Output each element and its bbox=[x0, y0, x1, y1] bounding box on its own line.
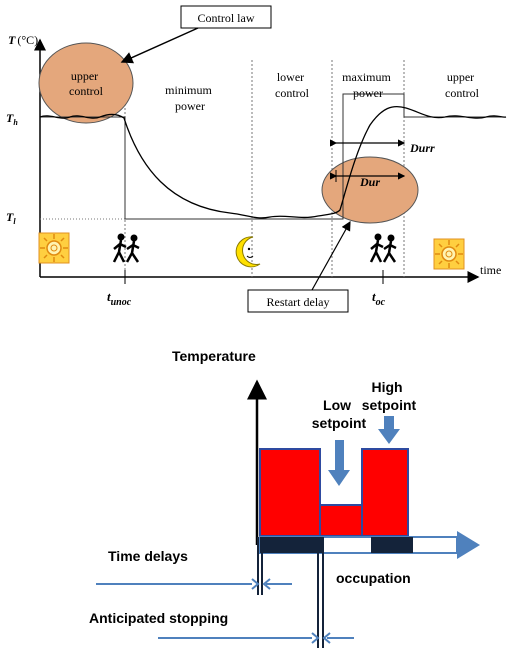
zone-lower-control: lower control bbox=[275, 70, 310, 100]
high-setpoint-label: High setpoint bbox=[362, 379, 417, 413]
time-delays-label: Time delays bbox=[108, 548, 188, 564]
low-block bbox=[319, 504, 363, 537]
tl-label: Tl bbox=[6, 210, 16, 226]
zone-minimum-power: minimum power bbox=[165, 83, 215, 113]
stopping-arrowhead-out bbox=[322, 632, 331, 644]
occupation-label: occupation bbox=[336, 570, 411, 586]
dur-label: Dur bbox=[359, 175, 380, 189]
high-block-left bbox=[259, 448, 321, 537]
sun-icon bbox=[433, 238, 465, 270]
temperature-curve bbox=[39, 105, 507, 219]
restart-delay-pointer bbox=[311, 220, 351, 291]
th-label: Th bbox=[6, 111, 18, 127]
low-setpoint-label: Low setpoint bbox=[312, 397, 367, 431]
restart-delay-callout: Restart delay bbox=[267, 295, 330, 309]
high-block-right bbox=[361, 448, 409, 537]
x-axis-label: time bbox=[480, 263, 501, 277]
zone-upper-control-2: upper control bbox=[445, 70, 480, 100]
people-walking-icon bbox=[369, 233, 397, 263]
top-diagram: T(°C) Th Tl upper control minimum bbox=[6, 5, 507, 313]
time-delays-arrowhead-in bbox=[251, 578, 260, 590]
control-law-pointer bbox=[120, 27, 199, 64]
time-delays-arrowhead-out bbox=[262, 578, 271, 590]
high-setpoint-arrow bbox=[378, 416, 400, 444]
moon-icon bbox=[235, 236, 261, 268]
zone-upper-control-1: upper control bbox=[69, 69, 104, 98]
temperature-label: Temperature bbox=[172, 348, 256, 364]
zone-maximum-power: maximum power bbox=[342, 70, 394, 100]
y-axis-label: T(°C) bbox=[8, 33, 38, 47]
control-law-callout-box bbox=[180, 5, 272, 29]
t-unoc-label: tunoc bbox=[107, 289, 132, 308]
bottom-diagram: Temperature High setpoint Low setpoint bbox=[89, 348, 480, 648]
t-oc-label: toc bbox=[372, 289, 386, 308]
upper-control-ellipse bbox=[38, 42, 134, 124]
occupied-segment bbox=[371, 537, 413, 553]
low-setpoint-arrow bbox=[328, 440, 350, 486]
stopping-arrowhead-in bbox=[311, 632, 320, 644]
setpoint-line bbox=[40, 93, 506, 220]
durr-label: Durr bbox=[409, 141, 435, 155]
occupied-segment bbox=[260, 537, 322, 553]
anticipated-stopping-label: Anticipated stopping bbox=[89, 610, 228, 626]
people-walking-icon bbox=[112, 233, 140, 263]
occupation-timeline bbox=[259, 531, 480, 559]
sun-icon bbox=[38, 232, 70, 264]
restart-delay-callout-box bbox=[247, 289, 349, 313]
control-law-callout: Control law bbox=[198, 11, 255, 25]
